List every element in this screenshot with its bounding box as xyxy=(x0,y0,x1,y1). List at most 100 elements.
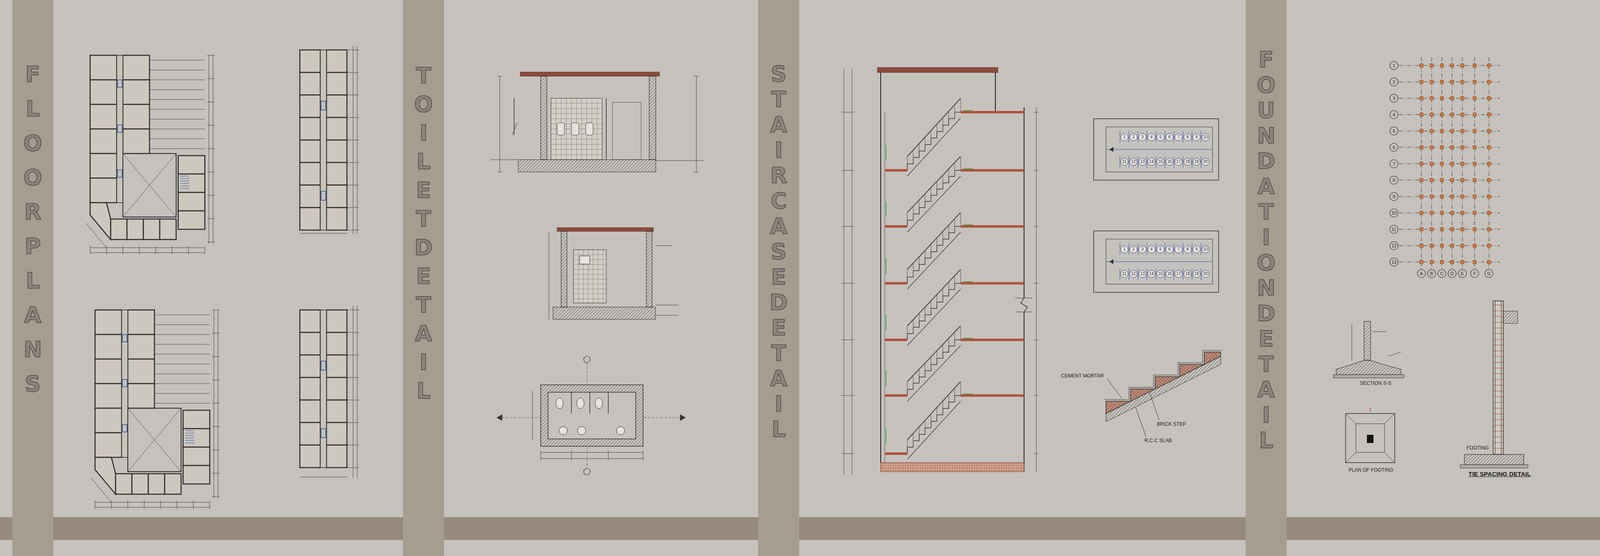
floor-plan xyxy=(213,310,215,499)
grid-number: 20 xyxy=(1203,159,1208,164)
grid-number: 6 xyxy=(1168,247,1171,252)
stair-plan xyxy=(1119,131,1121,143)
foundation-grid xyxy=(1389,241,1399,250)
toilet-section xyxy=(655,245,672,247)
foundation-grid xyxy=(1460,96,1465,100)
foundation-grid xyxy=(1398,196,1501,198)
toilet-section xyxy=(550,139,603,140)
toilet-plan xyxy=(496,414,503,422)
stair-plan xyxy=(1120,270,1129,278)
grid-number: 1 xyxy=(1392,63,1396,68)
staircase-section xyxy=(936,237,938,252)
foundation-grid xyxy=(1389,258,1399,267)
staircase-section xyxy=(1033,339,1039,341)
staircase-section xyxy=(942,231,943,246)
toilet-section xyxy=(573,274,607,275)
foundation-grid xyxy=(1419,145,1424,150)
stair-plan xyxy=(1156,158,1165,166)
grid-number: 2 xyxy=(1392,79,1396,85)
staircase-section xyxy=(1033,226,1039,227)
stair-plan xyxy=(1156,270,1165,278)
foundation-grid xyxy=(1460,194,1465,199)
foundation-grid xyxy=(1460,260,1465,264)
toilet-section xyxy=(571,122,579,136)
floor-plan xyxy=(299,233,347,234)
staircase-section xyxy=(884,394,908,397)
foundation-grid xyxy=(1440,227,1444,232)
step-detail xyxy=(1106,378,1122,399)
toilet-section xyxy=(550,144,603,145)
floor-plan xyxy=(299,305,359,479)
foundation-grid xyxy=(1398,65,1501,66)
stair-plan xyxy=(1119,243,1121,255)
foundation-grid xyxy=(1460,113,1465,117)
floor-plan xyxy=(207,101,215,103)
toilet-section xyxy=(489,72,704,173)
grid-number: 18 xyxy=(1185,159,1190,164)
staircase-section xyxy=(884,282,908,285)
toilet-plan xyxy=(496,356,686,476)
staircase-section xyxy=(918,200,920,215)
floor-plan xyxy=(127,408,182,472)
floor-plan xyxy=(154,334,210,336)
grid-number: 7 xyxy=(1177,135,1180,140)
staircase-section xyxy=(948,282,950,297)
staircase-section xyxy=(918,426,920,441)
toilet-plan xyxy=(583,468,591,476)
tie-spacing-detail xyxy=(1493,362,1504,363)
staircase-section xyxy=(913,149,914,164)
staircase-section xyxy=(963,110,973,112)
floor-plan xyxy=(299,355,321,378)
grid-number: 13 xyxy=(1139,159,1145,164)
toilet-section xyxy=(573,289,607,290)
tie-spacing-detail xyxy=(1493,345,1504,346)
toilet-section xyxy=(499,76,501,173)
foundation-grid xyxy=(1450,211,1454,215)
foundation-grid xyxy=(1389,143,1399,152)
stair-plan xyxy=(1147,270,1156,278)
toilet-section xyxy=(573,249,607,304)
staircase-section xyxy=(877,67,998,73)
grid-number: A xyxy=(1419,271,1423,277)
stair-plan xyxy=(1165,158,1174,166)
foundation-grid xyxy=(1473,194,1477,199)
floor-plan xyxy=(116,55,123,203)
toilet-section xyxy=(550,149,603,150)
stair-plan xyxy=(1138,270,1147,278)
staircase-section xyxy=(907,326,961,382)
staircase-section xyxy=(907,112,961,171)
floor-plan xyxy=(154,324,210,326)
foundation-grid xyxy=(1487,227,1491,232)
foundation-grid xyxy=(1450,63,1454,68)
stair-plan xyxy=(1164,243,1166,255)
staircase-section xyxy=(841,339,855,341)
foundation-grid xyxy=(1398,114,1501,116)
floor-plan xyxy=(209,500,211,510)
foundation-grid xyxy=(1450,145,1454,150)
floor-plan xyxy=(149,119,205,120)
drawing-caption: R.C.C SLAB xyxy=(1143,438,1173,444)
toilet-plan xyxy=(571,392,572,414)
foundation-grid xyxy=(1419,244,1424,248)
staircase-section xyxy=(924,193,926,208)
floor-plan xyxy=(346,400,359,401)
floor-plan xyxy=(155,246,157,255)
floor-plan xyxy=(299,445,321,468)
floor-plan xyxy=(149,109,205,110)
grid-number: 7 xyxy=(1177,247,1180,252)
staircase-section xyxy=(948,394,950,409)
stair-plan xyxy=(1120,245,1129,254)
foundation-grid xyxy=(1460,211,1465,215)
foundation-grid xyxy=(1398,180,1501,181)
stair-plan xyxy=(1093,231,1219,293)
grid-number: 13 xyxy=(1391,260,1397,265)
toilet-section xyxy=(518,159,656,173)
grid-number: 8 xyxy=(1186,247,1189,252)
floor-plan xyxy=(353,305,354,479)
foundation-grid xyxy=(1419,96,1424,100)
foundation-grid xyxy=(1430,145,1434,150)
foundation-grid xyxy=(1448,269,1457,278)
footing-section xyxy=(1333,321,1404,379)
floor-plan xyxy=(346,49,359,51)
tie-spacing-detail xyxy=(1495,301,1496,455)
